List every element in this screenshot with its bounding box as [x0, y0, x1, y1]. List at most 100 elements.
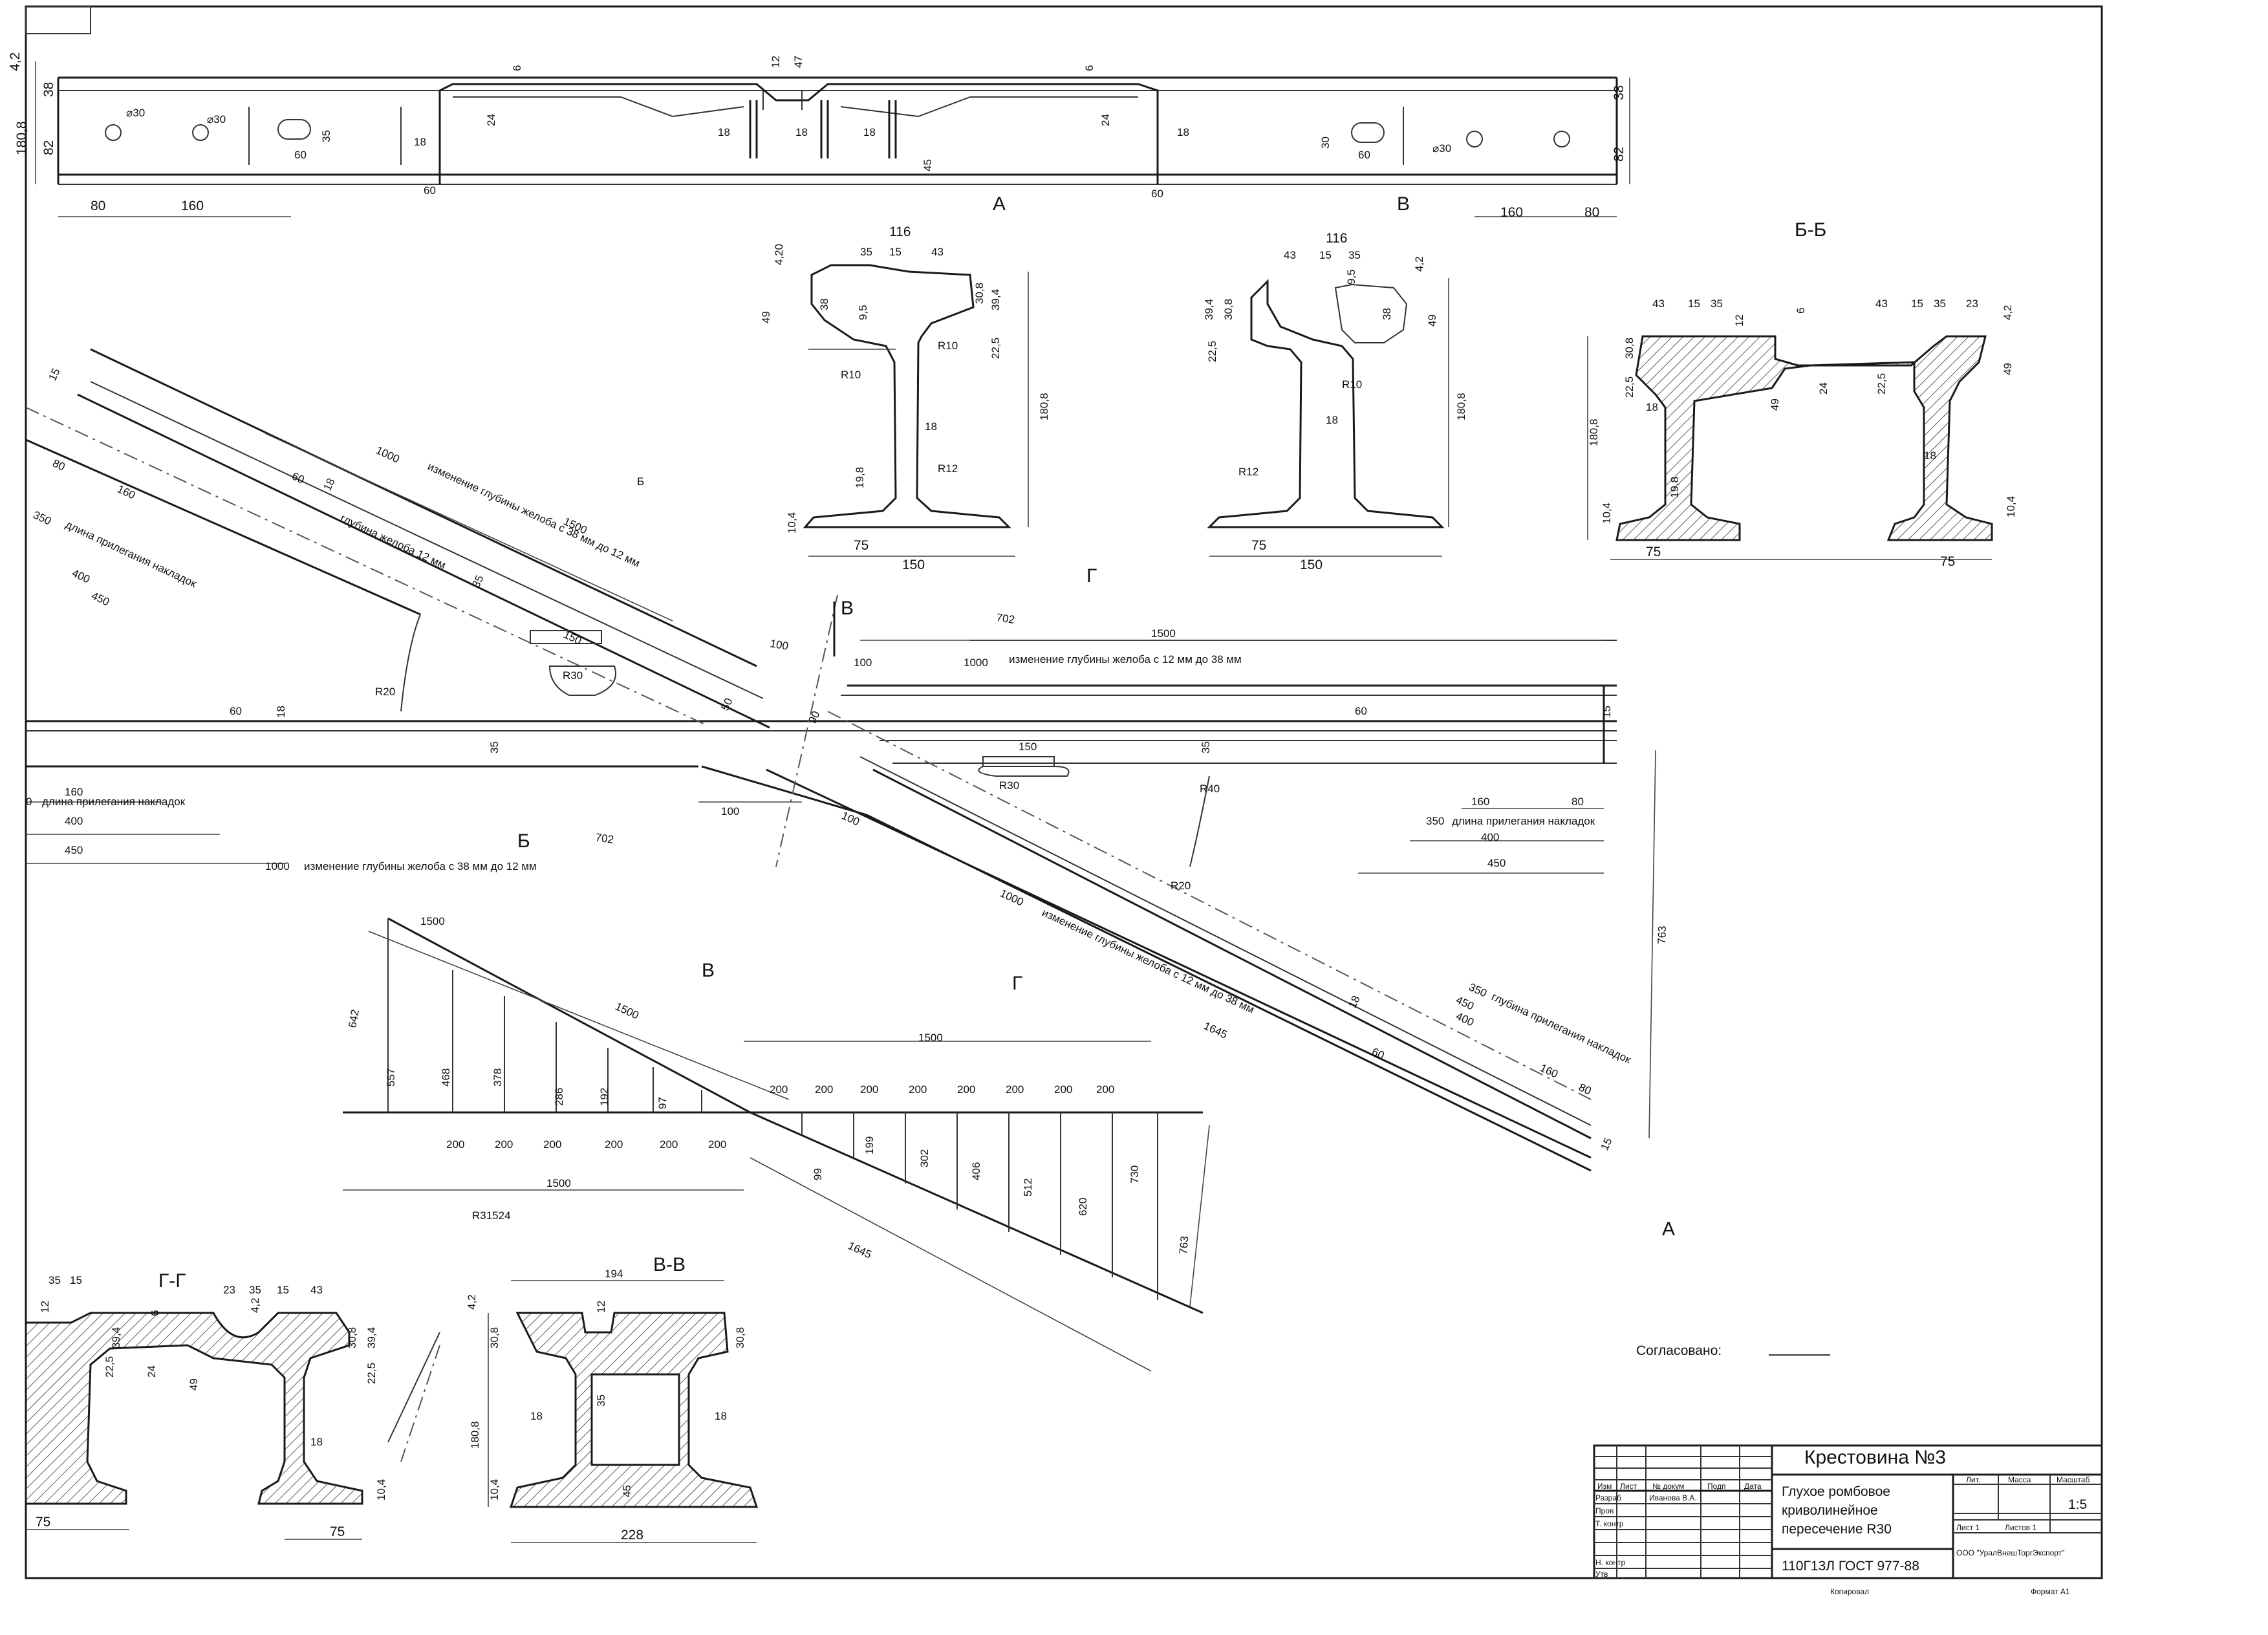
dim-label: 180,8: [1038, 393, 1050, 420]
dim-label: 60: [1358, 149, 1370, 161]
col-header: Изм: [1597, 1482, 1612, 1491]
dim-label: 22,5: [365, 1363, 378, 1384]
material-code: 110Г13Л ГОСТ 977-88: [1782, 1559, 1919, 1574]
dim-label: 43: [931, 246, 944, 258]
dim-label: 180,8: [1455, 393, 1467, 420]
dim-label: 350: [1467, 980, 1489, 999]
dim-label: 38: [1612, 85, 1626, 100]
dim-label: 9,5: [1345, 269, 1357, 285]
col-header: Лит.: [1966, 1475, 1980, 1484]
view-label-VV: В-В: [653, 1254, 686, 1275]
dim-label: 30,8: [973, 283, 986, 304]
dim-label: 23: [1966, 298, 1978, 310]
dim-label: 180,8: [14, 121, 29, 155]
dim-label: 39,4: [365, 1327, 378, 1348]
section-VV-labels: В-В 194 4,2 12 30,8 30,8 18 35 18 180,8 …: [466, 1254, 746, 1543]
dim-label: 1500: [1151, 627, 1176, 640]
view-label-BB: Б-Б: [1795, 219, 1826, 241]
dim-label: 49: [760, 311, 772, 323]
dim-label: 18: [1326, 414, 1338, 426]
dim-label: 99: [812, 1168, 824, 1180]
dim-label: 200: [1054, 1083, 1072, 1096]
dim-label: 15: [1598, 1136, 1614, 1153]
row-label: Разраб: [1595, 1493, 1621, 1502]
dim-label: 30: [1319, 136, 1332, 149]
dim-label: 468: [440, 1068, 452, 1087]
annotation: изменение глубины желоба с 12 мм до 38 м…: [1040, 906, 1256, 1015]
dim-label: 19,8: [1669, 477, 1681, 498]
row-label: Пров: [1595, 1506, 1614, 1515]
dim-label: 10,4: [1601, 503, 1613, 524]
dim-label: 15: [1911, 298, 1923, 310]
dim-label: 75: [1646, 545, 1661, 559]
dim-label: 160: [1538, 1061, 1560, 1080]
dim-label: 30,8: [734, 1327, 746, 1348]
dim-label: 702: [594, 831, 614, 846]
dim-label: 47: [792, 56, 805, 68]
dim-label: 160: [1471, 796, 1489, 808]
dim-label: 450: [65, 844, 83, 856]
view-label-A: А: [1662, 1218, 1675, 1240]
top-elevation-labels: 4,2 38 180,8 82 ⌀30 ⌀30 60 35 18 60 80 1…: [8, 52, 1626, 220]
dim-label: 23: [223, 1284, 235, 1296]
dim-label: 200: [1096, 1083, 1114, 1096]
col-header: № докум: [1652, 1482, 1684, 1491]
sheets-label: Листов 1: [2005, 1523, 2036, 1532]
dim-label: 90: [806, 709, 822, 726]
dim-label: 30,8: [1222, 299, 1235, 320]
dim-label: 30,8: [346, 1327, 358, 1348]
dim-label: 80: [50, 457, 67, 473]
dim-label: 24: [1817, 382, 1830, 395]
dim-label: 18: [1346, 994, 1362, 1010]
cut-marks: [387, 1332, 440, 1462]
dim-label: 400: [1454, 1010, 1476, 1028]
dim-label: 35: [1348, 249, 1361, 261]
approval: Согласовано:: [1636, 1343, 1830, 1358]
section-GG: [25, 1312, 363, 1540]
dim-label: 100: [769, 637, 789, 653]
dim-label: 116: [1326, 231, 1347, 246]
approval-label: Согласовано:: [1636, 1343, 1722, 1358]
dim-label: 450: [1454, 993, 1476, 1012]
curve-offsets: [343, 917, 1210, 1372]
dim-label: 200: [957, 1083, 975, 1096]
dim-label: 12: [1733, 314, 1745, 327]
top-elevation: [35, 61, 1630, 217]
dim-label: 4,2: [249, 1297, 261, 1313]
dim-label: 15: [889, 246, 902, 258]
dim-label: 35: [1200, 741, 1212, 753]
dim-label: 35: [249, 1284, 261, 1296]
drawing-desc-2: криволинейное: [1782, 1503, 1878, 1518]
drawing-desc-3: пересечение R30: [1782, 1522, 1892, 1537]
dim-label: 1500: [546, 1177, 571, 1189]
dim-label: 100: [854, 656, 872, 669]
rail-profile-1-labels: 116 35 15 43 4,20 38 49 9,5 30,8 39,4 22…: [760, 224, 1050, 572]
annotation: изменение глубины желоба с 12 мм до 38 м…: [1009, 653, 1242, 666]
dim-label: 35: [49, 1274, 61, 1286]
dim-label: 378: [491, 1068, 504, 1087]
dim-label: 4,2: [2002, 305, 2014, 320]
dim-label: 30,8: [1623, 338, 1636, 359]
dim-label: 43: [310, 1284, 323, 1296]
dim-label: 60: [294, 149, 307, 161]
dim-label: ⌀30: [126, 107, 145, 119]
dim-label: 18: [1924, 449, 1936, 462]
dim-label: 1500: [613, 1000, 640, 1021]
dim-label: 22,5: [989, 338, 1002, 359]
dim-label: 22,5: [1875, 373, 1888, 395]
dim-label: 18: [310, 1436, 323, 1448]
dim-label: 39,4: [989, 289, 1002, 310]
dim-label: 82: [41, 140, 56, 155]
annotation: длина прилегания накладок: [42, 796, 186, 808]
dim-label: 702: [995, 611, 1015, 626]
dim-label: 200: [1006, 1083, 1024, 1096]
dim-label: 35: [470, 574, 486, 590]
dim-label: 80: [1571, 796, 1584, 808]
dim-label: 75: [1251, 538, 1266, 553]
view-label-V: В: [702, 960, 715, 981]
dim-label: 49: [188, 1378, 200, 1391]
dim-label: 100: [721, 805, 739, 817]
rail-profile-1: [803, 264, 1029, 557]
dim-label: 35: [488, 741, 501, 753]
dim-label: 49: [1426, 314, 1438, 327]
